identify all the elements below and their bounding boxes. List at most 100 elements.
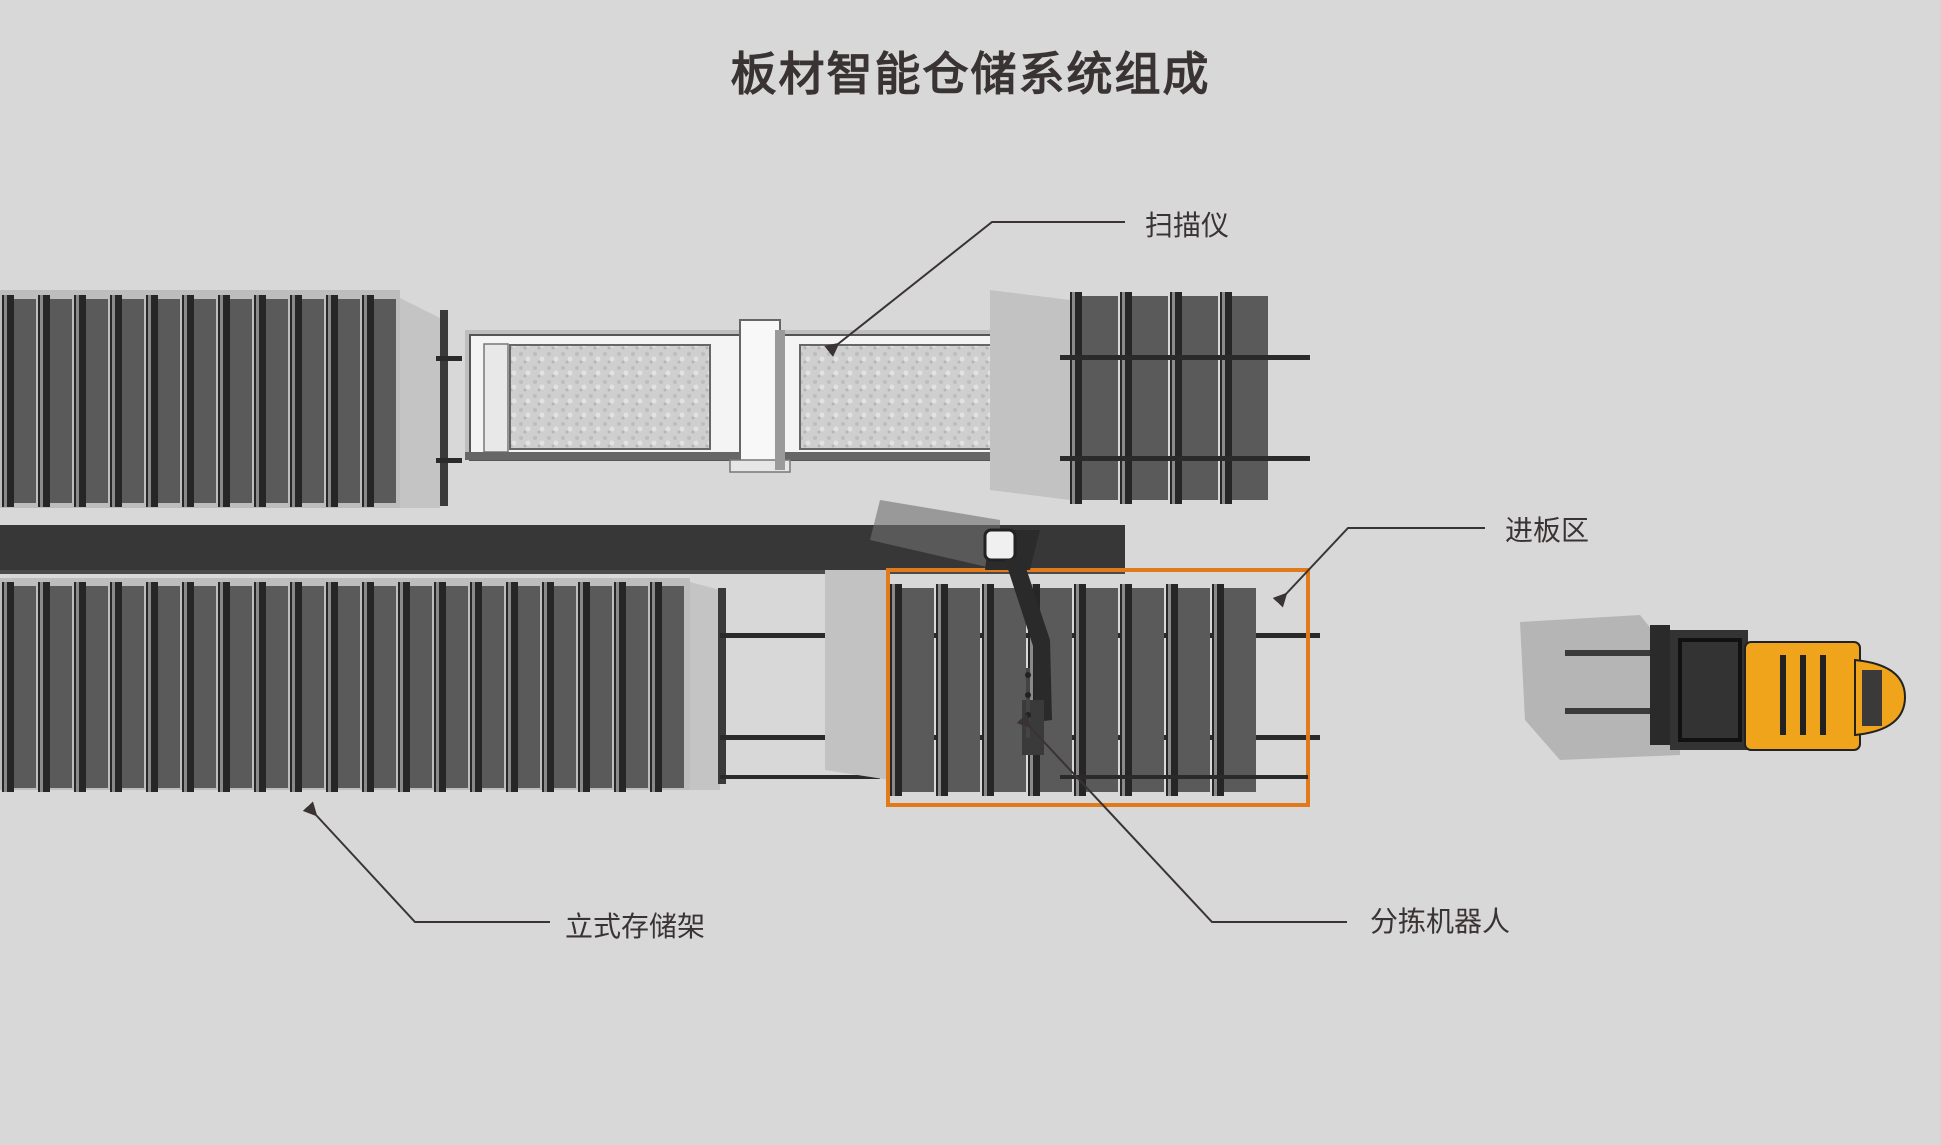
- lower-rack-plate-edge: [580, 582, 583, 792]
- upper-rack-plate-edge: [364, 295, 367, 507]
- lower-rack-plate-edge: [328, 582, 331, 792]
- upper-rack-plate: [38, 295, 50, 507]
- lower-rack-plate-shadow: [266, 586, 288, 788]
- upper-rack-plate-edge: [256, 295, 259, 507]
- lower-rack-plate: [434, 582, 446, 792]
- upper-rack-plate-edge: [40, 295, 43, 507]
- upper-rack-plate-shadow: [50, 299, 72, 503]
- upper-rack-plate: [290, 295, 302, 507]
- lower-rack-plate-shadow: [122, 586, 144, 788]
- upper-rack-plate-edge: [220, 295, 223, 507]
- upper-rack-plate: [146, 295, 158, 507]
- upper-infeed-plate: [1220, 292, 1232, 504]
- upper-rack-plate-shadow: [86, 299, 108, 503]
- lower-rack-plate-shadow: [338, 586, 360, 788]
- lower-rack-plate-shadow: [626, 586, 648, 788]
- infeed-plate-edge: [892, 584, 895, 796]
- lower-rack-plate-edge: [112, 582, 115, 792]
- lower-rack-plate: [578, 582, 590, 792]
- upper-storage-rack: [0, 290, 462, 508]
- upper-infeed-rack: [990, 290, 1310, 504]
- upper-infeed-plate: [1070, 292, 1082, 504]
- upper-rack-plate: [362, 295, 374, 507]
- lower-rack-plate-edge: [652, 582, 655, 792]
- lower-rack-plate-edge: [292, 582, 295, 792]
- upper-rack-plate-shadow: [302, 299, 324, 503]
- upper-rack-plate-edge: [328, 295, 331, 507]
- upper-infeed-plate-edge: [1222, 292, 1225, 504]
- infeed-plate: [1212, 584, 1224, 796]
- lower-rack-plate-edge: [472, 582, 475, 792]
- upper-infeed-plate-shadow: [1232, 296, 1268, 500]
- infeed-plate: [1120, 584, 1132, 796]
- upper-rack-plate-shadow: [14, 299, 36, 503]
- lower-rack-plate-edge: [364, 582, 367, 792]
- upper-rack-plate-edge: [292, 295, 295, 507]
- infeed-plate-shadow: [948, 588, 980, 792]
- infeed-plate-shadow: [1178, 588, 1210, 792]
- infeed-plate: [890, 584, 902, 796]
- infeed-plate-shadow: [994, 588, 1026, 792]
- upper-rack-plate: [254, 295, 266, 507]
- infeed-plate-edge: [984, 584, 987, 796]
- lower-rack-plate-shadow: [14, 586, 36, 788]
- lower-rack-plate-shadow: [662, 586, 684, 788]
- infeed-plate-edge: [1168, 584, 1171, 796]
- upper-rack-plate-edge: [4, 295, 7, 507]
- upper-infeed-plate: [1170, 292, 1182, 504]
- upper-infeed-plate-shadow: [1132, 296, 1168, 500]
- infeed-zone-label: 进板区: [1505, 514, 1590, 547]
- storage-rack-label: 立式存储架: [565, 910, 706, 943]
- lower-rack-plate-edge: [436, 582, 439, 792]
- upper-infeed-plate-edge: [1172, 292, 1175, 504]
- upper-rack-plate: [2, 295, 14, 507]
- upper-rack-plate: [182, 295, 194, 507]
- upper-rack-plate: [110, 295, 122, 507]
- lower-rack-plate-shadow: [158, 586, 180, 788]
- lower-rack-plate-edge: [4, 582, 7, 792]
- lower-rack-plate: [506, 582, 518, 792]
- upper-rack-plate-edge: [112, 295, 115, 507]
- lower-rack-plate: [398, 582, 410, 792]
- upper-infeed-plate-edge: [1122, 292, 1125, 504]
- upper-rack-plate-shadow: [158, 299, 180, 503]
- lower-rack-plate-edge: [40, 582, 43, 792]
- upper-rack-plate-shadow: [374, 299, 396, 503]
- lower-rack-plate-edge: [544, 582, 547, 792]
- lower-rack-plate: [38, 582, 50, 792]
- upper-rack-plate-shadow: [194, 299, 216, 503]
- lower-rack-plate-edge: [508, 582, 511, 792]
- upper-infeed-plate: [1120, 292, 1132, 504]
- scanner-label: 扫描仪: [1145, 209, 1230, 242]
- lower-rack-plate-edge: [76, 582, 79, 792]
- upper-rack-plate: [326, 295, 338, 507]
- lower-rack-plate: [110, 582, 122, 792]
- infeed-plate-edge: [938, 584, 941, 796]
- lower-rack-plate-edge: [400, 582, 403, 792]
- lower-rack-plate: [254, 582, 266, 792]
- upper-infeed-plate-shadow: [1082, 296, 1118, 500]
- infeed-zone: [825, 568, 1310, 807]
- page-title: 板材智能仓储系统组成: [730, 47, 1211, 101]
- lower-rack-plate: [2, 582, 14, 792]
- sorting-robot-label: 分拣机器人: [1370, 905, 1511, 938]
- lower-rack-plate: [326, 582, 338, 792]
- lower-rack-plate-edge: [220, 582, 223, 792]
- infeed-plate: [1166, 584, 1178, 796]
- lower-rack-plate-shadow: [194, 586, 216, 788]
- upper-rack-plate-shadow: [266, 299, 288, 503]
- lower-rack-plate-shadow: [446, 586, 468, 788]
- infeed-plate-edge: [1214, 584, 1217, 796]
- lower-rack-plate-shadow: [374, 586, 396, 788]
- lower-rack-plate: [290, 582, 302, 792]
- infeed-plate-edge: [1030, 584, 1033, 796]
- lower-rack-plate: [74, 582, 86, 792]
- lower-rack-plate-shadow: [590, 586, 612, 788]
- callout-leaders: [302, 221, 1485, 923]
- lower-rack-plate: [542, 582, 554, 792]
- upper-infeed-plate-shadow: [1182, 296, 1218, 500]
- lower-rack-plate-shadow: [482, 586, 504, 788]
- lower-rack-plate: [146, 582, 158, 792]
- lower-rack-plate-shadow: [50, 586, 72, 788]
